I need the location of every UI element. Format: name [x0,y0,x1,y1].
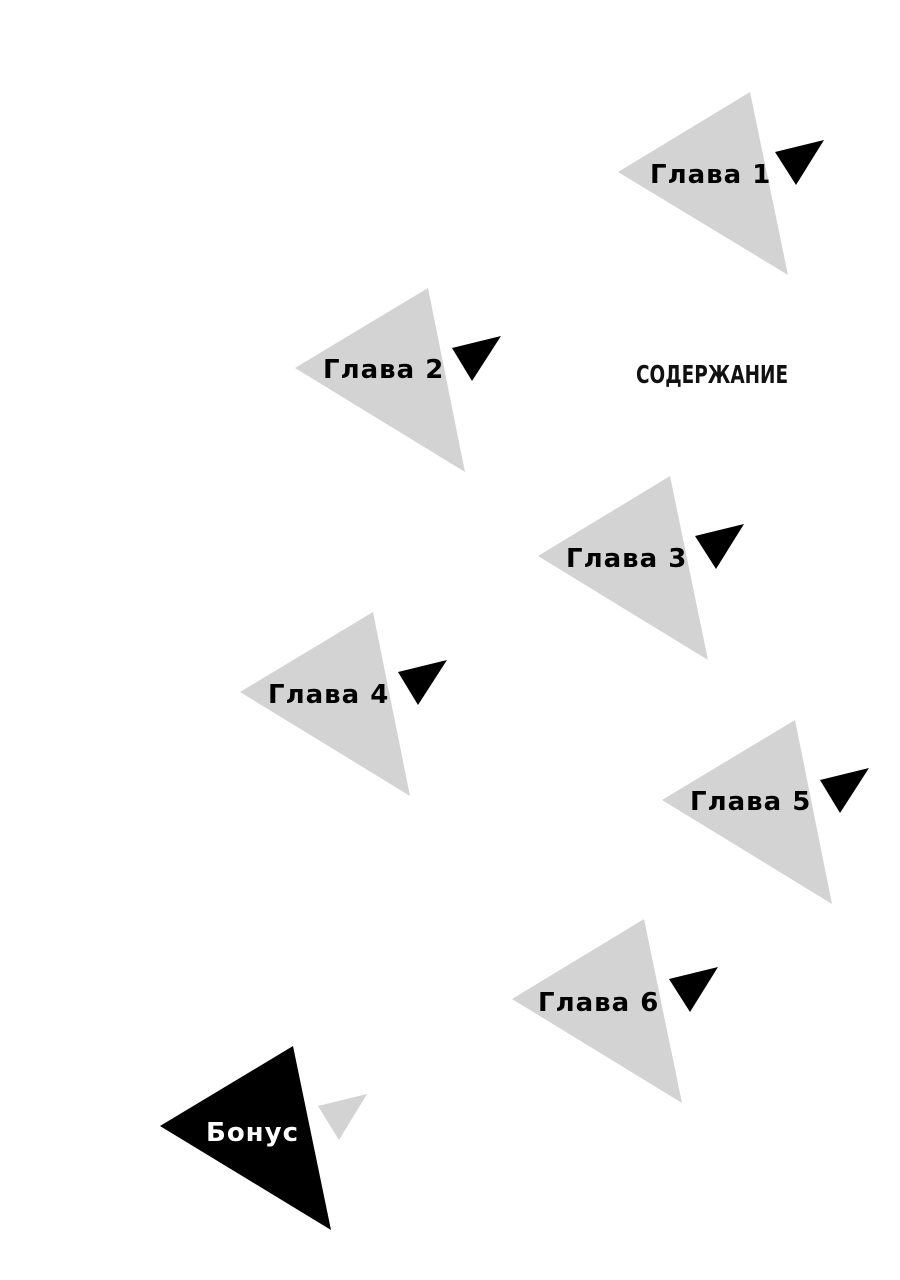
bonus-label[interactable]: Бонус [206,1118,300,1148]
chapter-3-label[interactable]: Глава 3 [566,544,688,574]
page-title: СОДЕРЖАНИЕ [636,360,789,389]
chapter-2-label[interactable]: Глава 2 [323,355,445,385]
chapter-5-label[interactable]: Глава 5 [690,787,812,817]
chapter-6-label[interactable]: Глава 6 [538,988,660,1018]
chapter-1-label[interactable]: Глава 1 [650,160,772,190]
chapter-4-label[interactable]: Глава 4 [268,680,390,710]
